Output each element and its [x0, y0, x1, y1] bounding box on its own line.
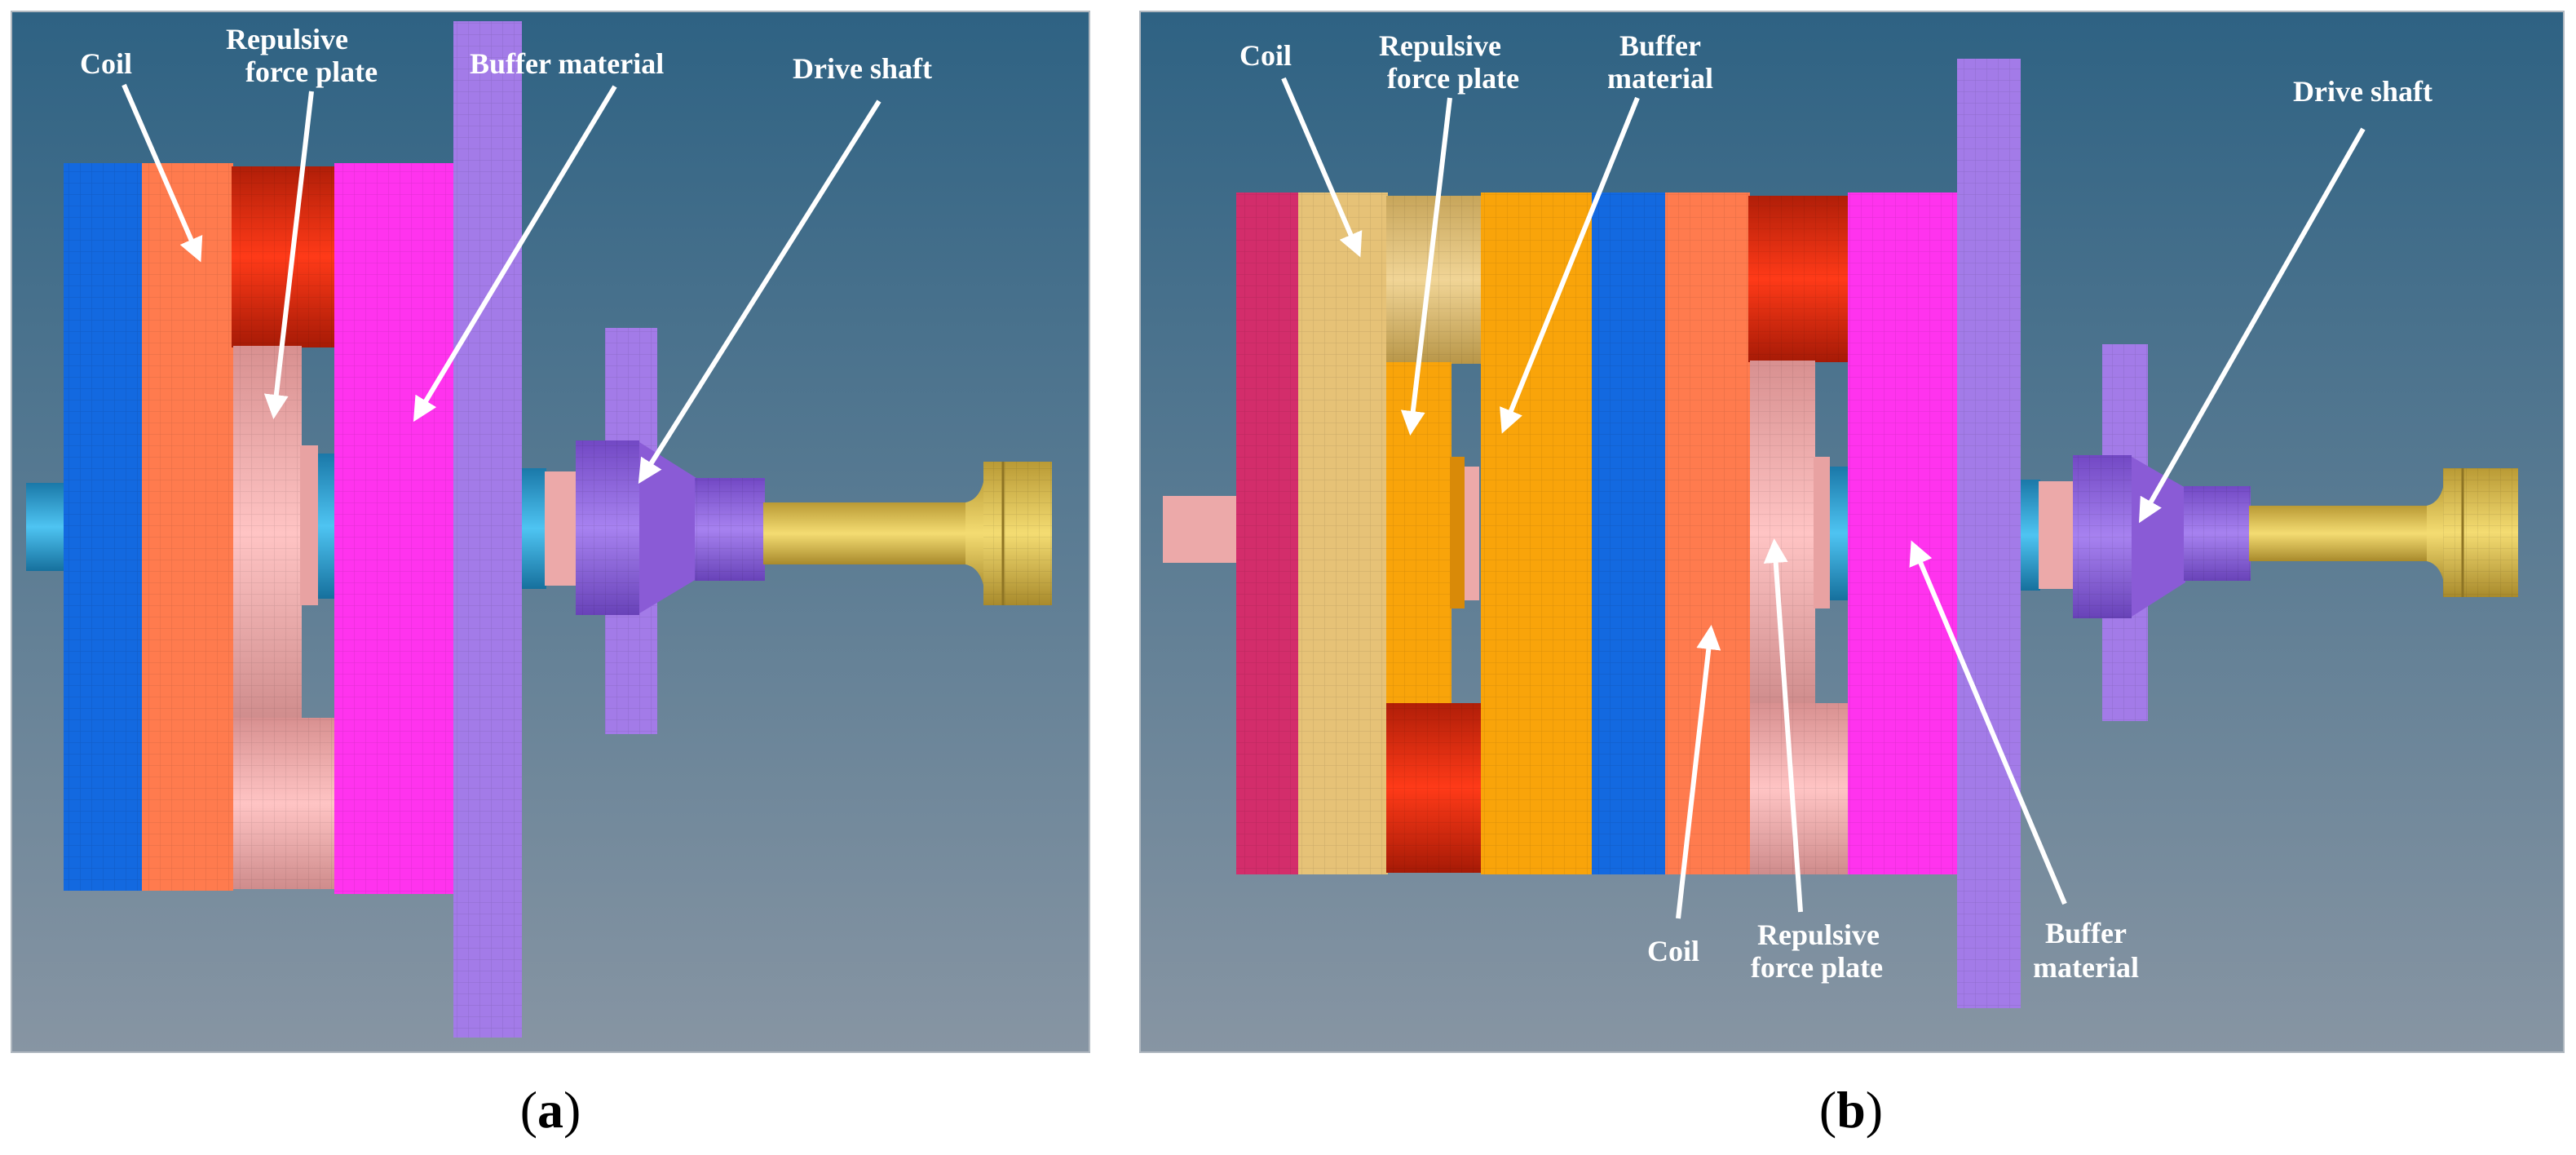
panel-a-arrow-shaft [638, 100, 881, 485]
panel-b-arrow-shaft [2139, 127, 2366, 524]
panel-a-label-coil: Coil [80, 47, 132, 80]
panel-b-label-plate-top-2: force plate [1387, 62, 1519, 95]
panel-a-ring-cyan [522, 468, 546, 589]
panel-b-label-shaft: Drive shaft [2293, 75, 2432, 108]
panel-a-label-plate-2: force plate [245, 55, 378, 88]
panel-a-gold-rod [763, 502, 965, 564]
panel-b-label-plate-bottom-2: force plate [1751, 951, 1883, 984]
panel-b-left-stub [1163, 496, 1238, 563]
panel-b-arrow-coil-top [1281, 77, 1363, 258]
panel-b-hub-pink-left [1465, 467, 1479, 600]
panel-b-arrow-buffer-top [1500, 96, 1640, 434]
panel-b-label-plate-bottom-1: Repulsive [1757, 918, 1880, 951]
panel-b-arrow-plate-bottom [1763, 538, 1803, 913]
panel-b-ring-pink [2039, 481, 2073, 589]
panel-b: Coil Repulsive force plate Buffer materi… [1139, 11, 2565, 1139]
panel-a-caption: (a) [520, 1081, 581, 1139]
panel-b-arrow-coil-bottom [1676, 625, 1721, 919]
panel-b-caption: (b) [1819, 1081, 1883, 1139]
panel-b-label-buffer-top-2: material [1607, 62, 1713, 95]
panel-b-label-coil-top: Coil [1239, 39, 1292, 72]
panel-a-caption-letter: a [537, 1081, 563, 1139]
panel-a-left-stub [26, 483, 65, 571]
panel-b-arrow-buffer-bottom [1909, 540, 2067, 905]
panel-a: Coil Repulsive force plate Buffer materi… [11, 11, 1090, 1139]
panel-a-ring-pink [545, 471, 577, 586]
panel-a-hub-cyan [318, 454, 336, 599]
panel-a-label-buffer: Buffer material [470, 47, 664, 80]
panel-a-label-plate-1: Repulsive [226, 23, 348, 55]
panel-a-arrow-plate [263, 91, 314, 419]
panel-b-hub-orange [1450, 457, 1465, 608]
panel-b-label-buffer-top-1: Buffer [1619, 29, 1701, 62]
panel-a-arrow-coil [122, 83, 203, 263]
panel-a-label-shaft: Drive shaft [793, 52, 932, 85]
panel-a-hub-pink [300, 445, 318, 605]
panel-b-label-buffer-bottom-1: Buffer [2045, 917, 2127, 949]
panel-b-hub-pink-right [1814, 457, 1830, 608]
panel-b-gold-flare [2427, 480, 2445, 587]
panel-b-gold-rod [2249, 506, 2427, 561]
panel-b-label-plate-top-1: Repulsive [1379, 29, 1501, 62]
panel-a-gold-flare [965, 473, 985, 594]
panel-a-arrow-buffer [413, 85, 617, 423]
panel-b-arrow-plate-top [1400, 97, 1452, 436]
panel-b-caption-letter: b [1836, 1081, 1866, 1139]
panel-b-ring-cyan [2021, 480, 2040, 591]
panel-b-hub-cyan-right [1830, 467, 1848, 600]
panel-b-label-coil-bottom: Coil [1647, 935, 1699, 967]
panel-b-label-buffer-bottom-2: material [2033, 951, 2139, 984]
panel-a-shaft-cone [639, 442, 696, 613]
